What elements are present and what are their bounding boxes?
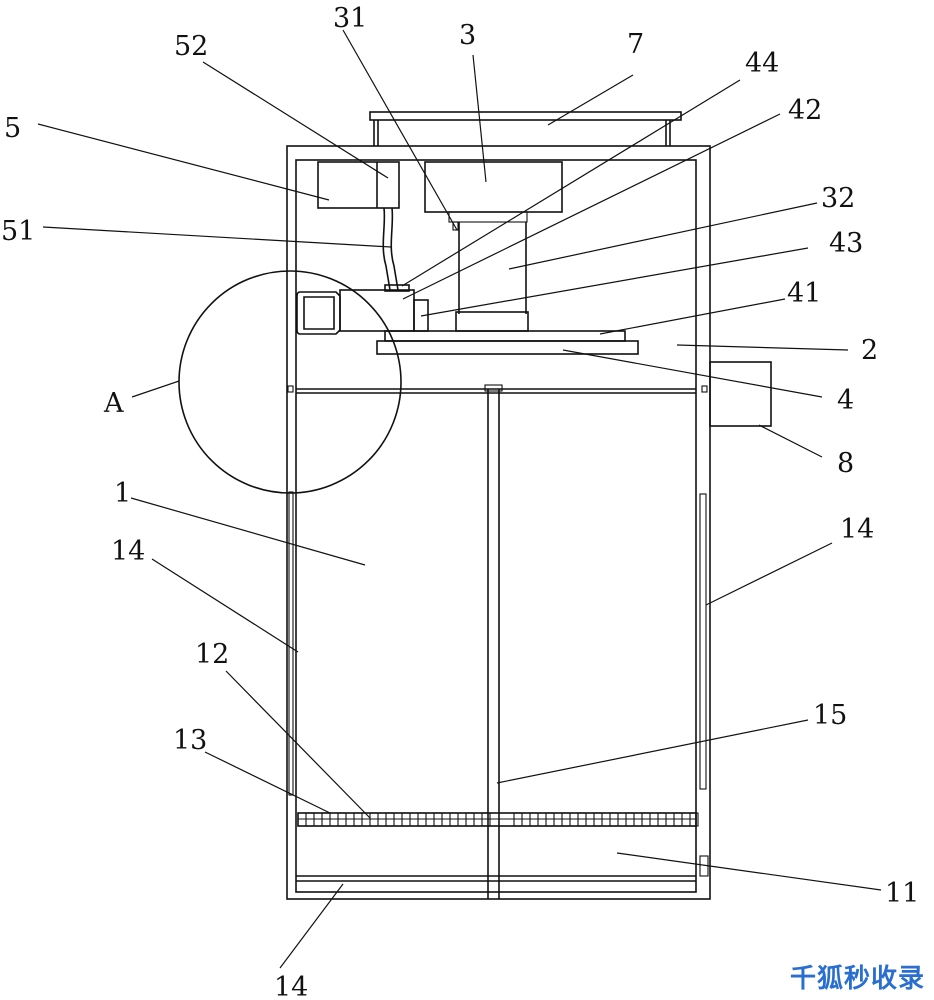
label-41: 41 [787,278,821,309]
perforation-slot [481,812,491,827]
perforation-slot [321,812,331,827]
label-14-left: 14 [111,536,145,567]
label-42: 42 [788,95,822,126]
top-cover [369,111,682,146]
perforation-slot [433,812,443,827]
label-43: 43 [829,228,863,259]
drive-unit-3 [424,161,563,231]
side-box-8 [709,361,772,427]
perforation-slot [513,812,523,827]
cable-51 [382,207,399,291]
label-32: 32 [821,183,855,214]
perforation-slot [385,812,395,827]
perforation-slot [417,812,427,827]
label-4: 4 [837,385,854,416]
label-8: 8 [837,448,854,479]
perforation-slot [625,812,635,827]
label-11: 11 [885,878,919,909]
label-14-bottom: 14 [274,972,308,1000]
perforation-slot [609,812,619,827]
detail-circle-a [178,270,402,494]
label-52: 52 [174,31,208,62]
plate-41-4 [376,330,639,355]
label-31: 31 [333,3,367,34]
perforation-slot [689,812,699,827]
leader-lines [37,29,882,969]
perforation-slot [401,812,411,827]
perforation-slot [529,812,539,827]
callout-labels: 31 3 7 52 44 42 5 32 43 51 41 2 A 4 8 1 … [1,3,919,1000]
perforation-slot [593,812,603,827]
motor-assembly-44-43 [296,284,429,335]
divider [287,385,708,394]
perforation-slot [641,812,651,827]
perforated-plate [297,812,699,827]
perforation-slot [657,812,667,827]
label-12: 12 [195,639,229,670]
perforation-slot [577,812,587,827]
perforation-slot [465,812,475,827]
perforation-slot [449,812,459,827]
perforation-slot [545,812,555,827]
label-a: A [103,388,124,419]
perforation-slot [561,812,571,827]
perforation-slot [305,812,315,827]
label-2: 2 [861,335,878,366]
label-44: 44 [745,48,779,79]
label-1: 1 [114,478,131,509]
shaft-32 [455,222,529,332]
perforation-slot [369,812,379,827]
label-15: 15 [813,700,847,731]
perforation-slot [337,812,347,827]
side-panels-14 [288,491,709,877]
label-3: 3 [459,20,476,51]
label-13: 13 [173,725,207,756]
perforation-slot [353,812,363,827]
label-7: 7 [627,29,644,60]
center-rod-15 [484,384,503,899]
motor-5 [317,161,400,209]
perforation-slot [673,812,683,827]
label-5: 5 [4,113,21,144]
label-14-right: 14 [840,514,874,545]
watermark-logo: 千狐秒收录 [790,964,925,994]
label-51: 51 [1,216,35,247]
lower-chamber [296,875,696,882]
